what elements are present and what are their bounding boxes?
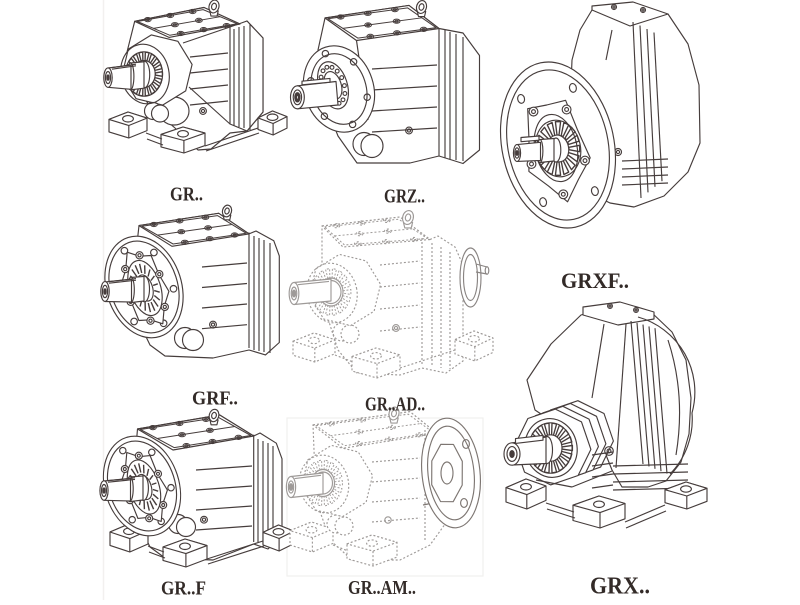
svg-text:GRZ..: GRZ..: [384, 187, 425, 208]
svg-text:GRX..: GRX..: [590, 574, 650, 600]
svg-text:GRF..: GRF..: [192, 389, 238, 410]
svg-text:GR..AD..: GR..AD..: [365, 395, 425, 416]
svg-text:GR..AM..: GR..AM..: [348, 578, 416, 599]
svg-text:GR..: GR..: [170, 185, 203, 206]
svg-text:GR..F: GR..F: [161, 579, 206, 600]
svg-text:GRXF..: GRXF..: [561, 268, 629, 293]
